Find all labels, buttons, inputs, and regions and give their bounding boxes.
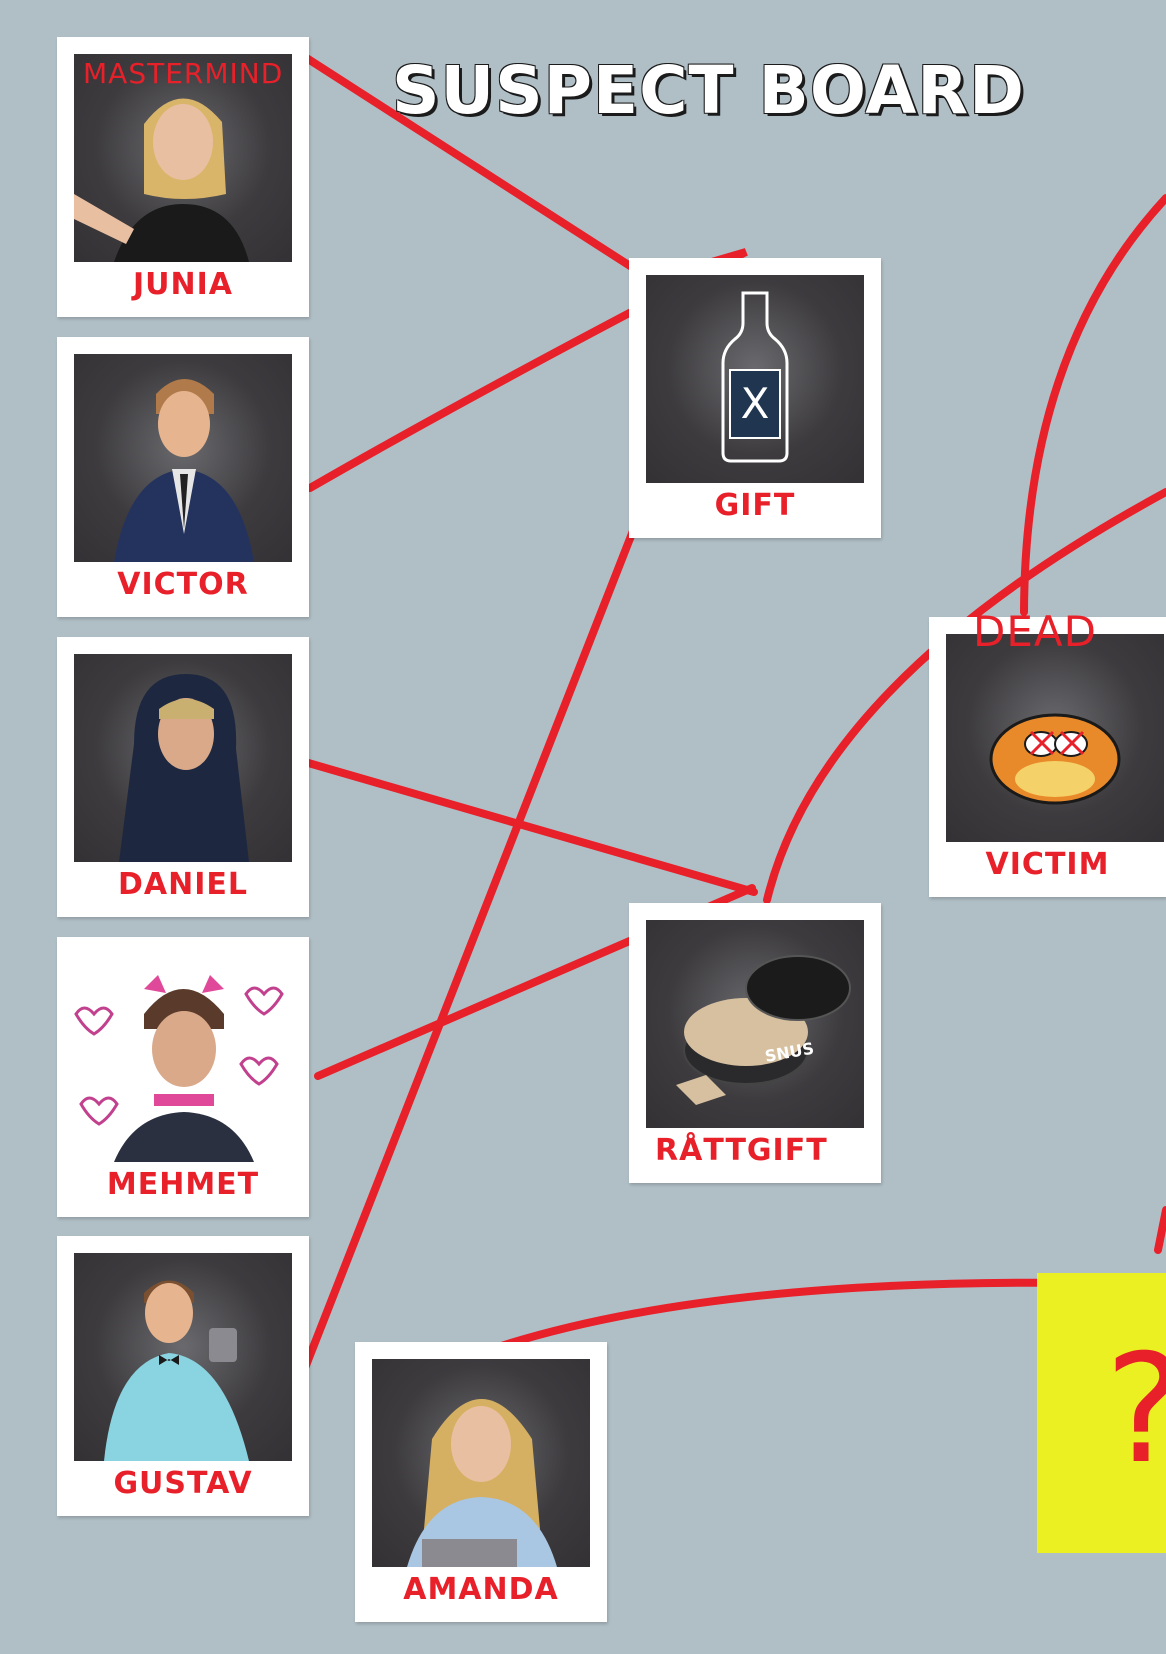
amanda-portrait (372, 1359, 590, 1567)
string-gift-gustav (301, 509, 644, 1372)
junia-portrait (74, 54, 292, 262)
garfield-icon (989, 713, 1121, 805)
string-victim-top (1020, 194, 1166, 616)
evidence-name: RÅTTGIFT (655, 1133, 828, 1168)
victim-photo (946, 634, 1164, 842)
mystery-sticky-note[interactable]: ? (1037, 1273, 1166, 1553)
polaroid-daniel[interactable]: DANIEL (57, 637, 309, 917)
mehmet-portrait (74, 954, 292, 1162)
polaroid-rattgift[interactable]: SNUS RÅTTGIFT (629, 903, 881, 1183)
string-daniel-rattgift (301, 758, 758, 896)
polaroid-victim[interactable]: DEAD VICTIM (929, 607, 1166, 897)
polaroid-mehmet[interactable]: MEHMET (57, 937, 309, 1217)
suspect-name: MEHMET (106, 1167, 260, 1202)
bottle-mark: X (741, 379, 770, 428)
polaroid-gustav[interactable]: GUSTAV (57, 1236, 309, 1516)
rattgift-photo: SNUS (646, 920, 864, 1128)
polaroid-junia[interactable]: MASTERMIND JUNIA (57, 37, 309, 317)
bottle-icon: X (721, 291, 789, 463)
daniel-portrait (74, 654, 292, 862)
evidence-name: GIFT (714, 488, 796, 523)
suspect-name: AMANDA (403, 1572, 559, 1607)
polaroid-gift[interactable]: X GIFT (629, 258, 881, 538)
question-mark: ? (1105, 1323, 1166, 1497)
suspect-name: DANIEL (118, 867, 248, 902)
board-title: SUSPECT BOARD (392, 52, 1025, 129)
victor-portrait (74, 354, 292, 562)
snus-tin-icon: SNUS (676, 955, 851, 1105)
suspect-name: VICTOR (117, 567, 249, 602)
suspect-name: JUNIA (132, 267, 233, 302)
polaroid-amanda[interactable]: AMANDA (355, 1342, 607, 1622)
polaroid-victor[interactable]: VICTOR (57, 337, 309, 617)
victim-name: VICTIM (985, 847, 1110, 882)
gift-photo: X (646, 275, 864, 483)
mastermind-tag: MASTERMIND (83, 57, 284, 90)
suspect-name: GUSTAV (113, 1466, 253, 1501)
gustav-portrait (74, 1253, 292, 1461)
dead-tag: DEAD (973, 607, 1097, 656)
string-note-edge (1154, 1206, 1166, 1254)
